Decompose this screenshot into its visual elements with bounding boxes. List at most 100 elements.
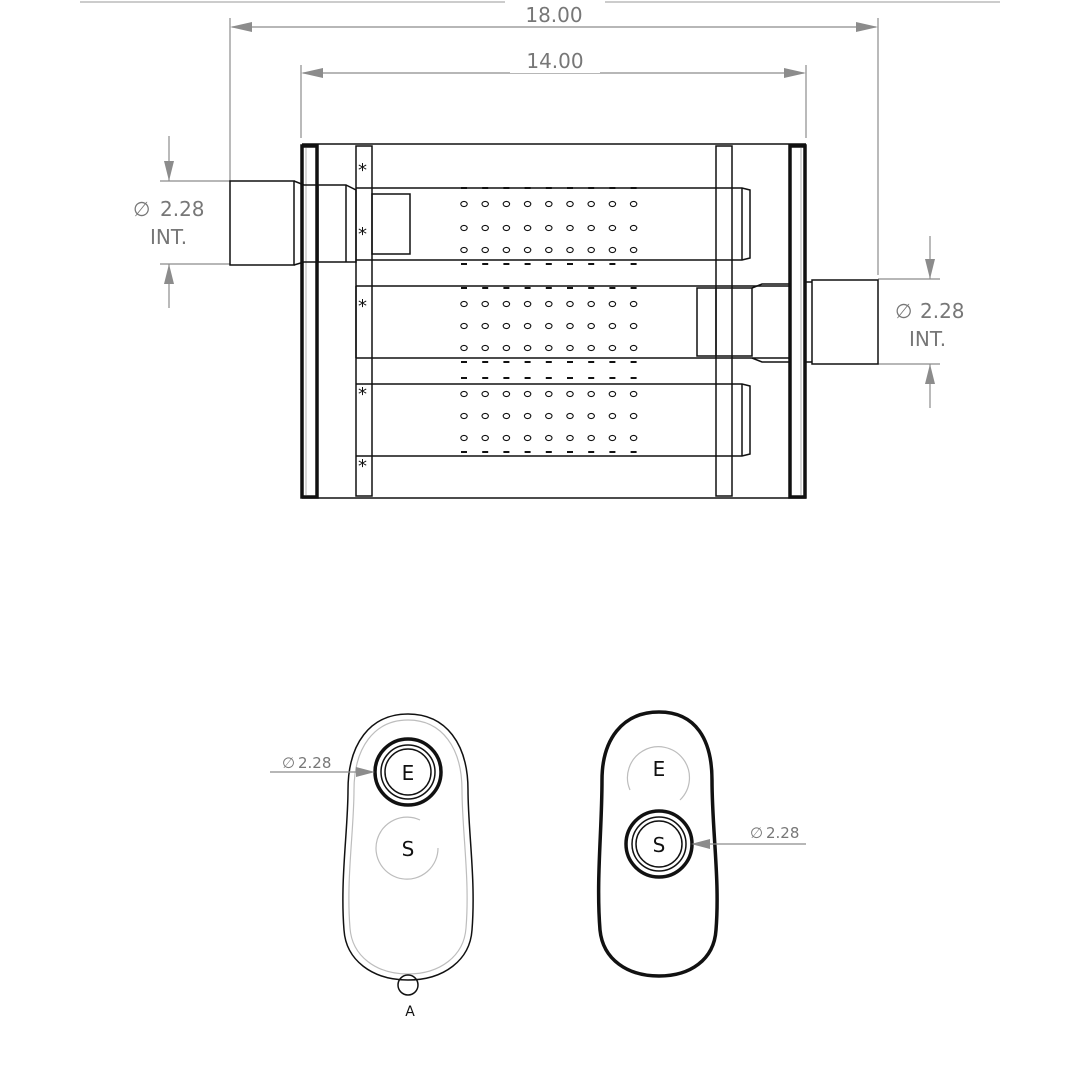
diameter-symbol: ∅ bbox=[895, 299, 912, 323]
perforation-hole bbox=[545, 200, 553, 208]
perforation-hole bbox=[523, 434, 532, 442]
perforation-hole bbox=[608, 246, 617, 254]
perforation-hole bbox=[545, 344, 553, 352]
port-label-s: S bbox=[402, 837, 415, 861]
perforation-hole bbox=[608, 300, 617, 308]
perforation-hole bbox=[502, 344, 511, 352]
dimension-outlet-diameter: ∅ 2.28 INT. bbox=[878, 236, 965, 408]
dim-note-outlet: INT. bbox=[909, 327, 946, 351]
hidden-port-s bbox=[375, 816, 439, 880]
perforation-hole bbox=[523, 390, 532, 398]
perforation-hole bbox=[545, 300, 553, 308]
perforation-hole bbox=[460, 344, 468, 352]
perforation-hole bbox=[481, 322, 489, 330]
perforation-hole bbox=[629, 300, 638, 308]
perforated-tube-middle bbox=[355, 285, 790, 363]
perforation-hole bbox=[481, 300, 489, 308]
perforation-hole bbox=[629, 344, 638, 352]
perforation-hole bbox=[481, 246, 489, 254]
diameter-symbol: ∅ bbox=[750, 824, 763, 842]
perforation-group-upper bbox=[460, 187, 638, 265]
perforation-hole bbox=[523, 300, 532, 308]
perforation-hole bbox=[587, 322, 595, 330]
perforation-hole bbox=[566, 434, 574, 442]
end-view-outlet-outline bbox=[596, 710, 719, 978]
perforation-hole bbox=[566, 412, 574, 420]
perforation-hole bbox=[502, 246, 511, 254]
hidden-port-e bbox=[626, 746, 690, 801]
perforation-hole bbox=[629, 200, 638, 208]
perforation-hole bbox=[629, 322, 638, 330]
end-view-outlet: E S ∅ 2.28 bbox=[596, 710, 806, 978]
dimension-body-length: 14.00 bbox=[300, 47, 807, 138]
perforation-hole bbox=[566, 322, 574, 330]
left-end-plate bbox=[300, 144, 319, 499]
dim-value-end-inlet: 2.28 bbox=[298, 754, 331, 772]
perforation-hole bbox=[481, 434, 489, 442]
perforation-hole bbox=[545, 322, 553, 330]
perforation-hole bbox=[502, 434, 511, 442]
perforation-hole bbox=[608, 224, 617, 232]
perforation-hole bbox=[566, 246, 574, 254]
perforation-hole bbox=[566, 300, 574, 308]
left-baffle bbox=[355, 145, 373, 497]
perforation-hole bbox=[587, 224, 595, 232]
perforation-hole bbox=[608, 344, 617, 352]
perforation-hole bbox=[502, 390, 511, 398]
perforation-hole bbox=[502, 412, 511, 420]
weld-mark: * bbox=[358, 384, 367, 405]
perforated-tube-lower bbox=[356, 377, 751, 457]
perforation-hole bbox=[481, 200, 489, 208]
perforation-hole bbox=[523, 344, 532, 352]
right-end-plate bbox=[788, 144, 807, 499]
dim-value-outlet: 2.28 bbox=[920, 299, 965, 323]
dim-value-body: 14.00 bbox=[526, 49, 583, 73]
diameter-symbol: ∅ bbox=[133, 197, 150, 221]
weld-mark: * bbox=[358, 456, 367, 477]
port-label-e: E bbox=[653, 757, 666, 781]
dimension-inlet-diameter: ∅ 2.28 INT. bbox=[133, 136, 230, 308]
outlet-pipe bbox=[751, 279, 879, 365]
perforation-hole bbox=[566, 224, 574, 232]
perforation-hole bbox=[587, 434, 595, 442]
perforation-hole bbox=[608, 200, 617, 208]
perforation-hole bbox=[629, 224, 638, 232]
perforation-hole bbox=[587, 344, 595, 352]
perforation-hole bbox=[523, 322, 532, 330]
perforation-hole bbox=[460, 224, 468, 232]
perforation-hole bbox=[566, 200, 574, 208]
perforation-hole bbox=[629, 412, 638, 420]
perforation-hole bbox=[608, 390, 617, 398]
perforation-group-lower bbox=[460, 377, 638, 453]
perforation-hole bbox=[629, 434, 638, 442]
weld-mark: * bbox=[358, 160, 367, 181]
perforation-hole bbox=[502, 200, 511, 208]
perforation-hole bbox=[481, 344, 489, 352]
diameter-symbol: ∅ bbox=[282, 754, 295, 772]
perforation-hole bbox=[502, 322, 511, 330]
dim-value-overall: 18.00 bbox=[525, 3, 582, 27]
perforation-hole bbox=[481, 412, 489, 420]
perforation-hole bbox=[587, 412, 595, 420]
perforation-hole bbox=[481, 390, 489, 398]
dim-value-end-outlet: 2.28 bbox=[766, 824, 799, 842]
port-label-s: S bbox=[653, 833, 666, 857]
perforation-hole bbox=[545, 390, 553, 398]
perforation-hole bbox=[545, 246, 553, 254]
dim-value-inlet: 2.28 bbox=[160, 197, 205, 221]
weld-mark: * bbox=[358, 296, 367, 317]
perforation-hole bbox=[545, 434, 553, 442]
perforated-tube-upper bbox=[356, 187, 751, 265]
perforation-hole bbox=[629, 246, 638, 254]
perforation-hole bbox=[566, 344, 574, 352]
dim-note-inlet: INT. bbox=[150, 225, 187, 249]
perforation-hole bbox=[460, 200, 468, 208]
perforation-hole bbox=[502, 300, 511, 308]
perforation-hole bbox=[545, 224, 553, 232]
perforation-hole bbox=[608, 322, 617, 330]
weld-mark: * bbox=[358, 224, 367, 245]
perforation-hole bbox=[587, 200, 595, 208]
perforation-hole bbox=[629, 390, 638, 398]
perforation-hole bbox=[460, 412, 468, 420]
